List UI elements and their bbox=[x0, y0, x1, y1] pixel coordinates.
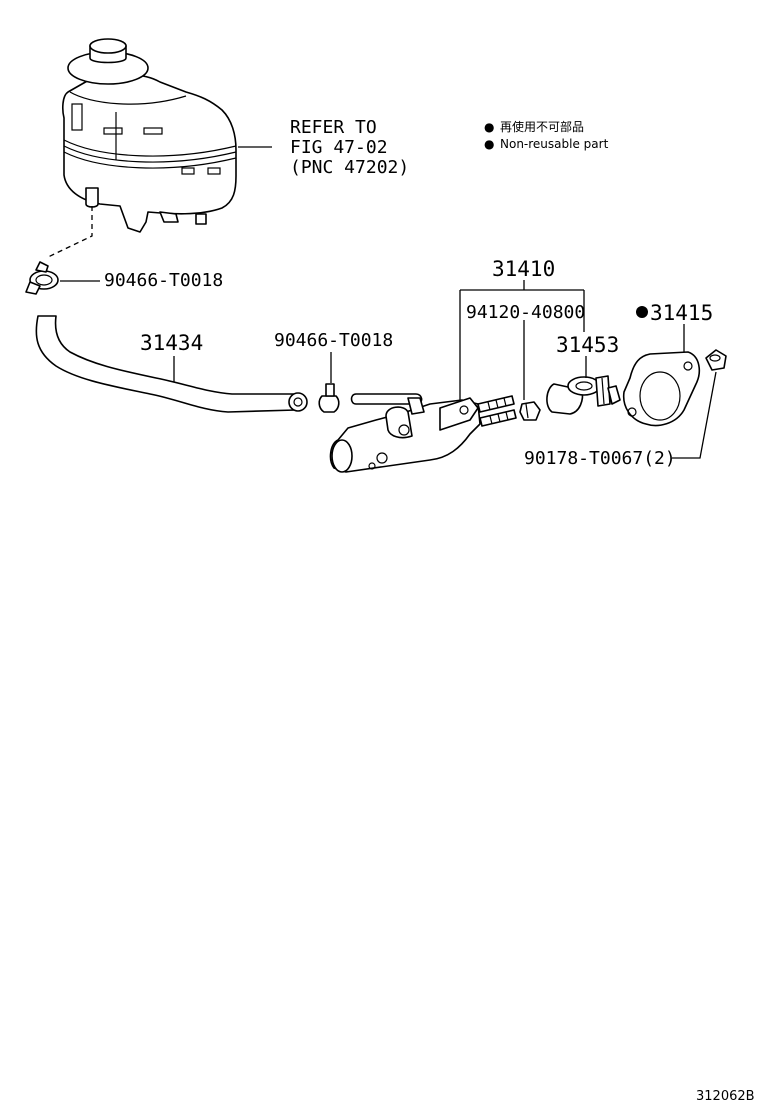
reservoir-tank[interactable] bbox=[62, 38, 237, 233]
label-hose: 31434 bbox=[140, 331, 203, 355]
dashed-connector bbox=[45, 206, 93, 259]
gasket[interactable] bbox=[622, 351, 701, 427]
label-clip-top: 90466-T0018 bbox=[104, 270, 223, 291]
master-cylinder-studs[interactable] bbox=[477, 395, 517, 427]
label-clip-mid: 90466-T0018 bbox=[274, 330, 393, 351]
reservoir-hose[interactable] bbox=[35, 315, 308, 413]
master-cyl-bracket bbox=[459, 280, 585, 400]
label-bolt: 94120-40800 bbox=[466, 302, 585, 323]
refer-line-1: REFER TO bbox=[290, 117, 377, 138]
flange-nut-leader bbox=[672, 371, 717, 459]
legend-en: Non-reusable part bbox=[500, 137, 609, 151]
push-rod-boot[interactable] bbox=[546, 375, 621, 415]
legend-bullet-en: ● bbox=[484, 137, 494, 151]
legend-jp: 再使用不可部品 bbox=[500, 119, 584, 134]
clutch-master-cylinder[interactable] bbox=[329, 393, 481, 473]
label-gasket: 31415 bbox=[650, 301, 713, 325]
nut-94120[interactable] bbox=[519, 401, 541, 421]
label-nut: 90178-T0067(2) bbox=[524, 448, 676, 469]
non-reusable-dot bbox=[636, 306, 648, 318]
flange-nut[interactable] bbox=[705, 349, 727, 371]
label-boot: 31453 bbox=[556, 333, 619, 357]
figure-id: 312062B bbox=[696, 1089, 755, 1104]
refer-line-3: (PNC 47202) bbox=[290, 157, 409, 178]
hose-clip-mid[interactable] bbox=[318, 383, 340, 413]
label-master-cylinder: 31410 bbox=[492, 257, 555, 281]
refer-line-2: FIG 47-02 bbox=[290, 137, 388, 158]
hose-clip-top[interactable] bbox=[25, 261, 59, 295]
legend-bullet-jp: ● bbox=[484, 120, 494, 134]
